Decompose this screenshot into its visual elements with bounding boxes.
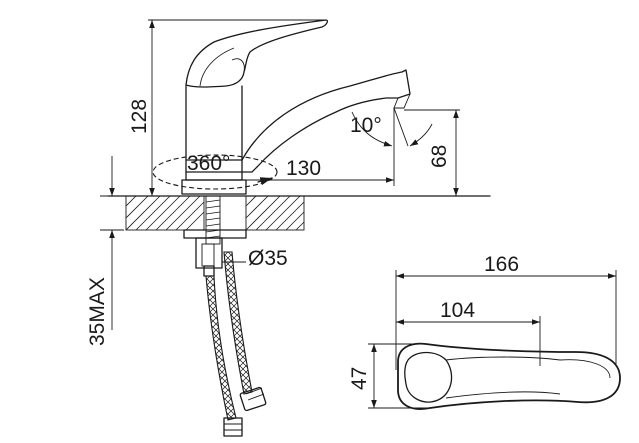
hose-nut-right [239,386,267,412]
supply-hose-right [223,251,253,395]
lever-contour [199,47,235,87]
length166-label: 166 [484,253,519,276]
height68-label: 68 [428,145,451,168]
reach-label: 130 [286,157,321,180]
angle-arc [351,111,393,147]
rotation-ellipse [152,154,278,190]
handle-knob [404,351,453,403]
length104-label: 104 [440,299,475,322]
lever-handle [185,19,329,88]
top-view: 166 104 47 [348,253,621,410]
mounting-assembly [183,195,247,277]
aerator [393,93,411,109]
height128-label: 128 [128,99,151,134]
handle-ridge [445,391,561,399]
width47-label: 47 [348,367,371,390]
diameter-label: Ø35 [248,247,288,270]
handle-top-outline [397,342,621,410]
side-view: 360° 130 10° 68 128 [86,19,491,437]
thickness-label: 35MAX [86,277,109,346]
spout [241,69,411,173]
handle-ridge [559,359,611,379]
body-base [181,179,247,195]
hose-nut-left [223,417,243,437]
angle-line [393,107,409,147]
handle-ridge [445,356,561,361]
rotation-label: 360° [187,152,230,175]
angle-arrow [409,123,433,147]
countertop-section [125,195,305,231]
lever-contour [231,58,245,73]
angle-label: 10° [350,114,382,137]
